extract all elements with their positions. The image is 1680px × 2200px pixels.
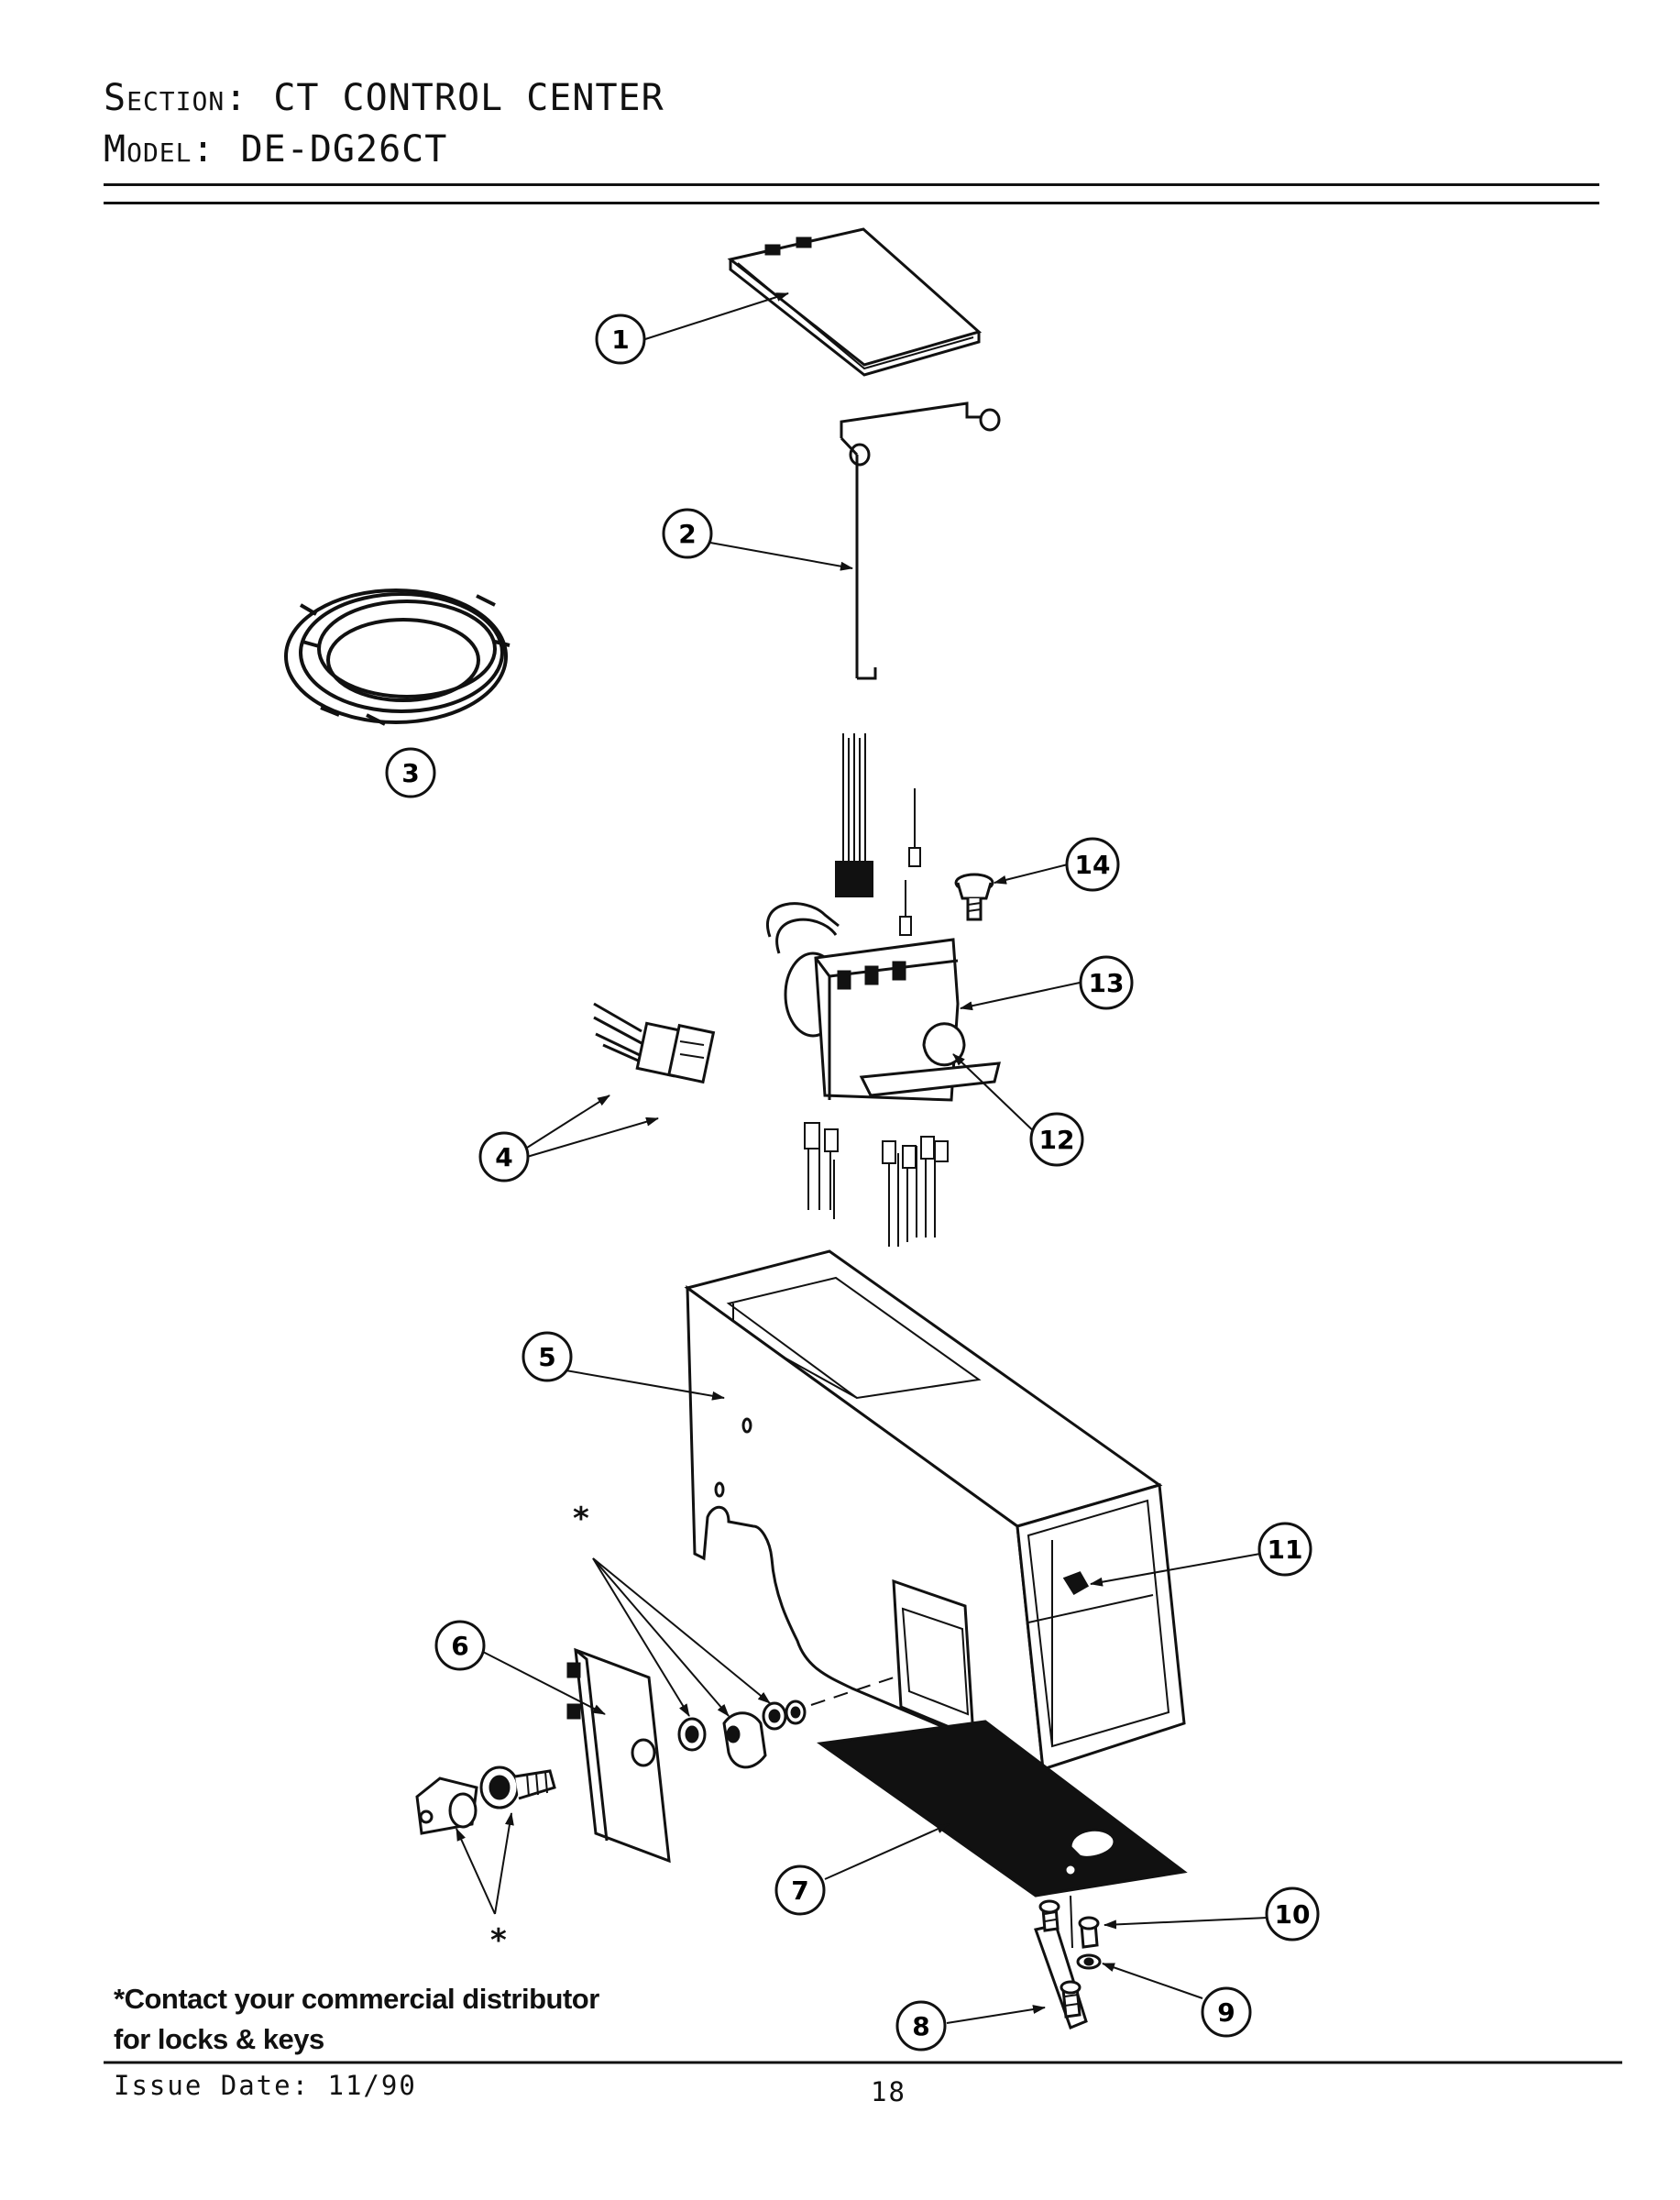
asterisk-marker: * bbox=[490, 1922, 507, 1959]
callout-4: 4 bbox=[478, 1131, 530, 1182]
callout-label: 13 bbox=[1089, 968, 1125, 998]
asterisk-marker: * bbox=[573, 1501, 589, 1537]
part-wire-connector-4 bbox=[593, 1002, 716, 1084]
part-cover-plate bbox=[727, 227, 983, 377]
issue-date: Issue Date: 11/90 bbox=[114, 2070, 417, 2101]
callout-label: 12 bbox=[1039, 1125, 1075, 1155]
model-value: DE-DG26CT bbox=[240, 128, 448, 170]
callout-14: 14 bbox=[1065, 837, 1120, 892]
section-heading: Section: CT CONTROL CENTER bbox=[104, 77, 664, 119]
model-label: Model: bbox=[104, 128, 215, 170]
callout-12: 12 bbox=[1029, 1112, 1084, 1167]
section-value: CT CONTROL CENTER bbox=[273, 77, 664, 119]
part-wire-harness-coil bbox=[284, 588, 511, 726]
footnote-line-2: for locks & keys bbox=[114, 2023, 324, 2055]
part-housing-box-5 bbox=[684, 1249, 1186, 1772]
callout-label: 14 bbox=[1075, 850, 1111, 880]
callout-label: 6 bbox=[451, 1631, 468, 1661]
part-bracket-wire bbox=[840, 402, 1001, 680]
callout-2: 2 bbox=[662, 508, 713, 559]
callout-13: 13 bbox=[1079, 955, 1134, 1010]
callout-label: 9 bbox=[1217, 1997, 1235, 2028]
footnote-line-1: *Contact your commercial distributor bbox=[114, 1983, 599, 2015]
callout-label: 2 bbox=[678, 519, 696, 549]
callout-3: 3 bbox=[385, 747, 436, 798]
part-terminal-wires-bottom bbox=[804, 1122, 949, 1247]
callout-label: 5 bbox=[538, 1342, 555, 1372]
part-lock-and-key bbox=[415, 1766, 556, 1835]
callout-label: 3 bbox=[401, 758, 419, 788]
callout-7: 7 bbox=[774, 1864, 826, 1916]
part-gasket-7 bbox=[817, 1720, 1188, 1898]
callout-8: 8 bbox=[895, 2000, 947, 2052]
part-connector-wires-top bbox=[835, 733, 921, 936]
callout-11: 11 bbox=[1257, 1522, 1312, 1577]
part-bracket-and-screws bbox=[1034, 1895, 1102, 2030]
part-screw-14 bbox=[954, 873, 994, 921]
callout-5: 5 bbox=[522, 1331, 573, 1382]
callout-label: 8 bbox=[912, 2011, 929, 2041]
section-label: Section: bbox=[104, 77, 248, 119]
callout-label: 4 bbox=[495, 1142, 512, 1172]
model-heading: Model: DE-DG26CT bbox=[104, 128, 447, 170]
leader-lines bbox=[456, 292, 1268, 2024]
header-rule-top bbox=[104, 183, 1599, 186]
callout-label: 11 bbox=[1268, 1534, 1303, 1565]
callout-label: 10 bbox=[1275, 1899, 1311, 1930]
header-rule-bottom bbox=[104, 202, 1599, 204]
callout-9: 9 bbox=[1201, 1986, 1252, 2038]
part-mounting-plate-6 bbox=[566, 1647, 671, 1864]
page-number: 18 bbox=[871, 2076, 906, 2107]
callout-10: 10 bbox=[1265, 1886, 1320, 1942]
part-lock-hardware-row bbox=[677, 1677, 895, 1769]
callout-label: 7 bbox=[791, 1876, 808, 1906]
part-control-timer-13 bbox=[766, 902, 1001, 1102]
callout-6: 6 bbox=[434, 1620, 486, 1671]
callout-label: 1 bbox=[611, 324, 629, 355]
callout-1: 1 bbox=[595, 314, 646, 365]
